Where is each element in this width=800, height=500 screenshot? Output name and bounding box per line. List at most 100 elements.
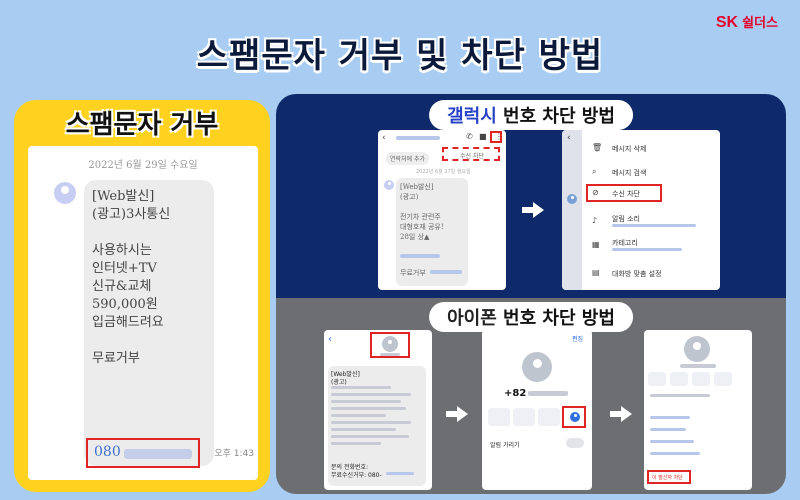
contact-avatar	[684, 336, 710, 362]
dim-overlay	[562, 130, 582, 290]
block-icon: ⊘	[592, 188, 599, 197]
message-line: [Web발신]	[331, 371, 360, 378]
reject-number-highlight[interactable]: 080	[86, 438, 200, 468]
contact-avatar	[522, 352, 552, 382]
call-action[interactable]	[670, 372, 688, 386]
message-line: 무료수신거부: 080-	[331, 472, 382, 479]
galaxy-pill: 갤럭시 번호 차단 방법	[429, 100, 633, 130]
blurred-number	[430, 270, 462, 274]
message-line: (광고)3사통신	[92, 207, 171, 222]
back-icon[interactable]: ‹	[328, 334, 332, 345]
more-menu-highlight[interactable]: ⋮	[490, 131, 503, 143]
spam-reject-title: 스팸문자 거부	[65, 110, 219, 140]
message-bubble: [Web발신] (광고) 문의 전화번호: 무료수신거부: 080-	[328, 366, 426, 486]
blurred-number	[386, 472, 414, 475]
avatar	[567, 194, 577, 204]
contact-avatar	[382, 336, 398, 352]
blurred-text	[650, 428, 686, 431]
message-line: [Web발신]	[92, 189, 155, 204]
blurred-text	[331, 400, 401, 403]
message-line: 인터넷+TV	[92, 261, 157, 276]
search-icon: ⌕	[592, 167, 597, 176]
message-action[interactable]	[648, 372, 666, 386]
block-menu-highlight[interactable]: ⊘ 수신 차단	[586, 184, 662, 202]
galaxy-panel: 갤럭시 번호 차단 방법 ‹ ✆ ■ ⋮ 연락처에 추가 수신 차단 2022년…	[276, 94, 786, 298]
blurred-number	[680, 364, 716, 368]
blurred-text	[331, 421, 411, 424]
message-line: 입금해드려요	[92, 315, 164, 330]
reject-number[interactable]: 080	[94, 444, 121, 460]
call-action[interactable]	[513, 408, 535, 426]
hide-alerts-label: 알림 가리기	[490, 442, 520, 449]
message-date: 2022년 6월 29일 수요일	[88, 160, 198, 171]
message-line: 신규&교체	[92, 279, 152, 294]
message-screenshot: 2022년 6월 29일 수요일 [Web발신] (광고)3사통신 사용하시는 …	[28, 146, 258, 480]
iphone-panel: 아이폰 번호 차단 방법 ‹ [Web발신] (광고) 문의 전화번호:	[276, 298, 786, 494]
menu-item-alert[interactable]: 알림 소리	[612, 215, 640, 223]
galaxy-pill-accent: 갤럭시	[447, 106, 497, 127]
message-bubble: [Web발신] (광고)3사통신 사용하시는 인터넷+TV 신규&교체 590,…	[84, 180, 214, 466]
blurred-text	[612, 224, 696, 227]
video-action[interactable]	[538, 408, 560, 426]
message-line: [Web발신]	[400, 183, 434, 191]
hide-alerts-toggle[interactable]	[566, 438, 584, 448]
blurred-text	[331, 435, 409, 438]
message-line: 사용하시는	[92, 243, 152, 258]
blurred-text	[650, 452, 700, 455]
message-line: 무료거부	[400, 269, 426, 277]
more-icon[interactable]: ⋮	[495, 132, 503, 141]
message-line: (광고)	[331, 379, 347, 386]
back-icon[interactable]: ‹	[382, 133, 386, 143]
message-date: 2022년 6월 27일 월요일	[416, 169, 471, 175]
menu-item-search[interactable]: 메시지 검색	[612, 169, 647, 177]
info-highlight[interactable]	[562, 406, 586, 428]
iphone-screenshot-2: 편집 +82 알림 가리기	[482, 330, 592, 490]
add-contact-button[interactable]: 연락처에 추가	[386, 152, 430, 165]
iphone-pill: 아이폰 번호 차단 방법	[429, 302, 633, 332]
blurred-text	[331, 428, 396, 431]
video-action[interactable]	[692, 372, 710, 386]
info-icon[interactable]	[570, 412, 580, 422]
message-line: 590,000원	[92, 297, 158, 312]
block-caller-button[interactable]: 이 발신자 차단	[652, 475, 683, 481]
back-icon[interactable]: ‹	[567, 133, 571, 143]
block-button-highlight[interactable]: 수신 차단	[442, 147, 500, 161]
iphone-pill-accent: 아이폰	[447, 308, 497, 329]
mail-action[interactable]	[714, 372, 732, 386]
phone-icon[interactable]: ✆	[466, 132, 473, 141]
message-line: 대형호재 공유!	[400, 223, 444, 231]
blurred-number	[528, 391, 568, 396]
bell-icon: ♪	[592, 216, 598, 225]
blurred-text	[331, 386, 391, 389]
message-line: 무료거부	[92, 351, 140, 366]
block-button[interactable]: 수신 차단	[460, 153, 484, 160]
block-guide-panels: 갤럭시 번호 차단 방법 ‹ ✆ ■ ⋮ 연락처에 추가 수신 차단 2022년…	[276, 94, 786, 494]
galaxy-screenshot-1: ‹ ✆ ■ ⋮ 연락처에 추가 수신 차단 2022년 6월 27일 월요일 […	[378, 130, 506, 290]
message-action[interactable]	[488, 408, 510, 426]
message-time: 오후 1:43	[214, 449, 254, 459]
blurred-text	[650, 440, 694, 443]
blurred-sender	[380, 353, 400, 356]
block-caller-highlight[interactable]: 이 발신자 차단	[647, 470, 691, 484]
blurred-text	[331, 407, 406, 410]
blurred-text	[650, 416, 690, 419]
contact-highlight[interactable]	[370, 332, 410, 358]
blurred-text	[331, 393, 411, 396]
settings-icon: ▤	[592, 268, 600, 277]
iphone-screenshot-3: 이 발신자 차단	[644, 330, 752, 490]
message-line: (광고)	[400, 193, 419, 201]
menu-item-block[interactable]: 수신 차단	[612, 190, 640, 198]
video-icon[interactable]: ■	[479, 132, 487, 141]
edit-link[interactable]: 편집	[572, 336, 584, 343]
spam-reject-card: 스팸문자 거부 2022년 6월 29일 수요일 [Web발신] (광고)3사통…	[14, 100, 270, 492]
contact-number: +82	[504, 388, 527, 399]
trash-icon: 🗑	[592, 143, 603, 152]
menu-item-delete[interactable]: 메시지 삭제	[612, 145, 647, 153]
brand-logo-name: 쉴더스	[742, 16, 778, 31]
message-bubble: [Web발신] (광고) 전기차 관련주 대형호재 공유! 28일 상▲ 무료거…	[396, 178, 468, 286]
iphone-pill-rest: 번호 차단 방법	[496, 308, 615, 329]
blurred-text	[612, 248, 682, 251]
menu-item-room-settings[interactable]: 대화방 맞춤 설정	[612, 270, 662, 278]
blurred-text	[650, 394, 710, 397]
menu-item-category[interactable]: 카테고리	[612, 239, 638, 247]
